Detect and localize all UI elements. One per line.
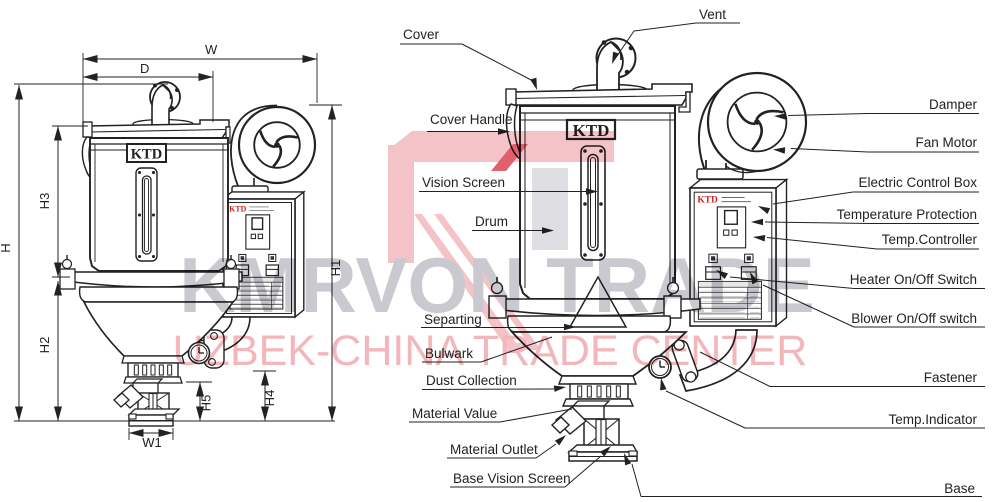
- svg-text:Temp.Controller: Temp.Controller: [882, 232, 978, 247]
- svg-text:KMRVON TRADE: KMRVON TRADE: [179, 241, 815, 329]
- svg-text:H4: H4: [262, 390, 277, 407]
- svg-text:Fan Motor: Fan Motor: [915, 135, 977, 150]
- svg-text:Cover: Cover: [403, 27, 440, 42]
- svg-text:W: W: [205, 42, 218, 57]
- svg-text:W1: W1: [142, 435, 162, 450]
- svg-text:Material Value: Material Value: [412, 406, 497, 421]
- svg-text:Base: Base: [944, 481, 975, 496]
- svg-text:Vision Screen: Vision Screen: [422, 175, 505, 190]
- svg-text:H1: H1: [328, 260, 343, 277]
- svg-text:Separting: Separting: [424, 312, 482, 327]
- svg-text:UZBEK-CHINA TRADE CENTER: UZBEK-CHINA TRADE CENTER: [173, 327, 808, 375]
- svg-text:Bulwark: Bulwark: [425, 346, 473, 361]
- svg-text:Electric Control Box: Electric Control Box: [858, 175, 977, 190]
- svg-text:D: D: [140, 61, 149, 76]
- svg-text:Drum: Drum: [475, 214, 508, 229]
- svg-text:Heater On/Off Switch: Heater On/Off Switch: [850, 272, 977, 287]
- svg-text:KTD: KTD: [131, 147, 162, 163]
- svg-text:H3: H3: [37, 193, 52, 210]
- svg-text:Temp.Indicator: Temp.Indicator: [888, 412, 977, 427]
- svg-text:Dust Collection: Dust Collection: [426, 373, 517, 388]
- svg-text:KTD: KTD: [229, 204, 246, 213]
- svg-text:H2: H2: [37, 337, 52, 354]
- svg-text:Base Vision Screen: Base Vision Screen: [453, 471, 571, 486]
- svg-text:Material Outlet: Material Outlet: [450, 442, 538, 457]
- svg-text:Fastener: Fastener: [924, 370, 978, 385]
- svg-text:Temperature Protection: Temperature Protection: [837, 207, 977, 222]
- svg-text:H: H: [0, 243, 13, 252]
- svg-text:H5: H5: [199, 395, 214, 412]
- svg-text:Blower On/Off switch: Blower On/Off switch: [851, 311, 977, 326]
- svg-text:Damper: Damper: [929, 97, 978, 112]
- svg-text:KTD: KTD: [697, 196, 718, 206]
- svg-text:Cover Handle: Cover Handle: [430, 112, 513, 127]
- svg-text:Vent: Vent: [699, 7, 726, 22]
